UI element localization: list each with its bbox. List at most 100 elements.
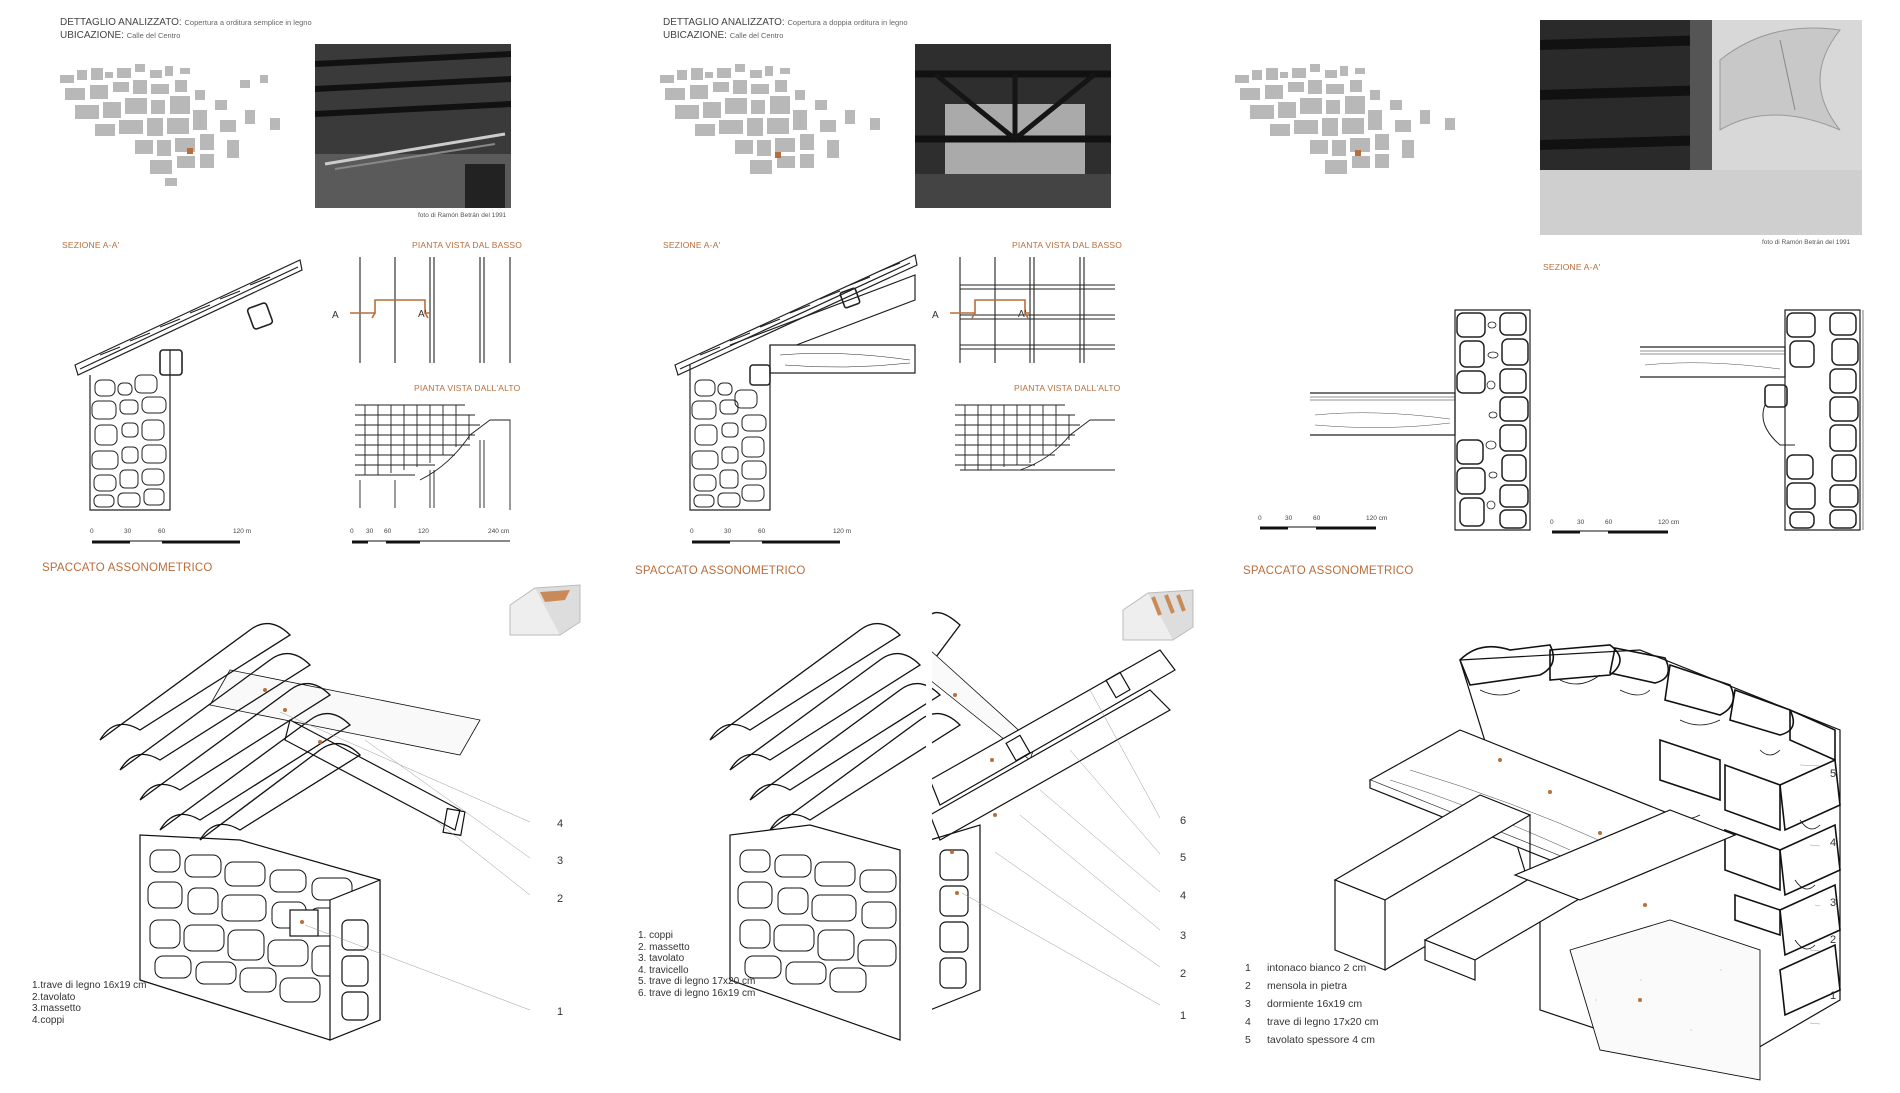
panel2-house-icon <box>1122 589 1194 641</box>
legend-item: 1. coppi <box>638 930 674 941</box>
panel3-photo-credit: foto di Ramón Betrán del 1991 <box>1762 239 1851 246</box>
scale-tick: 0 <box>690 528 694 535</box>
panel2-legend: 1. coppi 2. massetto 3. tavolato 4. trav… <box>638 930 755 999</box>
scale-tick: 60 <box>1605 519 1613 526</box>
panel2-axo-title: SPACCATO ASSONOMETRICO <box>635 565 806 577</box>
panel1-legend: 1.trave di legno 16x19 cm 2.tavolato 3.m… <box>32 980 147 1026</box>
location-label: UBICAZIONE: <box>663 30 727 41</box>
panel1-photo-credit: foto di Ramón Betrán del 1991 <box>418 212 507 219</box>
scale-tick: 30 <box>1285 515 1293 522</box>
section-marker-b: A' <box>418 309 427 320</box>
scale-tick: 60 <box>1313 515 1321 522</box>
legend-number: 5 <box>1245 1034 1251 1046</box>
legend-number: 4 <box>1245 1016 1251 1028</box>
detail-label: DETTAGLIO ANALIZZATO: <box>60 17 182 28</box>
panel1-section-title: SEZIONE A-A' <box>62 240 120 250</box>
panel2-site-map <box>660 64 880 174</box>
panel1-axonometric <box>99 623 531 1041</box>
panel1-photo <box>315 44 511 208</box>
panel2-callout-1: 1 <box>1180 1010 1187 1022</box>
panel3-scale-bar-left <box>1260 526 1376 530</box>
scale-tick: 60 <box>758 528 766 535</box>
panel1-scale-bar-2 <box>352 540 510 544</box>
photo-truss-image <box>915 44 1111 208</box>
legend-item: 4. travicello <box>638 964 689 976</box>
panel3-callout-3: 3 <box>1830 897 1837 909</box>
scale-tick: 0 <box>350 528 354 535</box>
legend-item: 3.massetto <box>32 1003 81 1014</box>
legend-text: mensola in pietra <box>1267 980 1347 992</box>
panel3-axonometric <box>1333 644 1841 1081</box>
panel3-callout-1: 1 <box>1830 990 1837 1002</box>
panel1-callout-4: 4 <box>557 818 564 830</box>
panel3-axo-title: SPACCATO ASSONOMETRICO <box>1243 565 1414 577</box>
legend-item: 5. trave di legno 17x20 cm <box>638 976 756 987</box>
panel3-photo <box>1540 20 1862 235</box>
location-label: UBICAZIONE: <box>60 30 124 41</box>
panel2-plan-above-title: PIANTA VISTA DALL'ALTO <box>1014 383 1121 393</box>
section-marker-a: A <box>932 310 939 321</box>
scale-tick: 120 <box>418 528 429 535</box>
scale-tick: 0 <box>90 528 94 535</box>
legend-item: 6. trave di legno 16x19 cm <box>638 987 756 999</box>
scale-tick: 30 <box>366 528 374 535</box>
legend-item: 5 tavolato spessore 4 cm <box>1245 1034 1378 1047</box>
panel3-site-map <box>1235 64 1455 174</box>
panel1-scale-bar-1 <box>92 540 240 544</box>
panel2-scale-bar <box>692 540 840 544</box>
legend-item: 2 mensola in pietra <box>1245 980 1378 993</box>
panel2-axonometric <box>709 590 1176 1050</box>
panel1-site-map <box>60 64 280 186</box>
panel3-legend: 1 intonaco bianco 2 cm 2 mensola in pietra… <box>1245 962 1379 1053</box>
panel2-plan-below: A A' <box>932 257 1115 363</box>
scale-tick: 240 cm <box>488 528 510 535</box>
scale-tick: 120 m <box>233 528 252 535</box>
panel1-callout-3: 3 <box>557 855 564 867</box>
legend-number: 2 <box>1245 980 1251 992</box>
panel2-header: DETTAGLIO ANALIZZATO: Copertura a doppia… <box>663 16 908 42</box>
scale-tick: 60 <box>158 528 166 535</box>
panel2-section-drawing <box>674 254 918 511</box>
panel1-house-icon <box>509 584 581 636</box>
panel3-callout-2: 2 <box>1830 934 1837 946</box>
scale-tick: 30 <box>124 528 132 535</box>
panel3-scale-bar-right <box>1552 530 1668 534</box>
panel1-callout-2: 2 <box>557 893 564 905</box>
panel2-section-title: SEZIONE A-A' <box>663 240 721 250</box>
panel1-section-drawing <box>74 259 303 511</box>
legend-text: intonaco bianco 2 cm <box>1267 962 1367 974</box>
panel3-section-left <box>1310 309 1531 531</box>
panel2-plan-above <box>955 404 1115 471</box>
legend-item: 4.coppi <box>32 1014 65 1026</box>
legend-item: 1 intonaco bianco 2 cm <box>1245 962 1378 975</box>
section-marker-b: A' <box>1018 309 1027 320</box>
panel1-plan-above <box>355 404 511 510</box>
panel3-callout-4: 4 <box>1830 837 1837 849</box>
legend-number: 3 <box>1245 998 1251 1010</box>
scale-tick: 0 <box>1550 519 1554 526</box>
legend-number: 1 <box>1245 962 1251 974</box>
panel3-section-title: SEZIONE A-A' <box>1543 262 1601 272</box>
legend-text: trave di legno 17x20 cm <box>1267 1016 1379 1028</box>
panel1-plan-below: A A' <box>332 257 511 363</box>
panel3-section-right <box>1640 309 1864 531</box>
panel2-photo <box>915 44 1111 208</box>
legend-text: tavolato spessore 4 cm <box>1267 1034 1375 1046</box>
panel2-callout-6: 6 <box>1180 815 1187 827</box>
photo-beams-image <box>315 44 511 208</box>
panel1-axo-title: SPACCATO ASSONOMETRICO <box>42 562 213 574</box>
legend-item: 1.trave di legno 16x19 cm <box>32 980 147 991</box>
panel1-plan-above-title: PIANTA VISTA DALL'ALTO <box>414 383 521 393</box>
panel1-callout-1: 1 <box>557 1006 564 1018</box>
panel2-plan-below-title: PIANTA VISTA DAL BASSO <box>1012 240 1123 250</box>
scale-tick: 60 <box>384 528 392 535</box>
scale-tick: 30 <box>724 528 732 535</box>
scale-tick: 30 <box>1577 519 1585 526</box>
legend-text: dormiente 16x19 cm <box>1267 998 1363 1010</box>
photo-vault-image <box>1540 20 1862 235</box>
location-value: Calle del Centro <box>126 31 181 40</box>
scale-tick: 120 cm <box>1658 519 1680 526</box>
panel1-plan-below-title: PIANTA VISTA DAL BASSO <box>412 240 523 250</box>
panel3-callout-5: 5 <box>1830 768 1837 780</box>
legend-item: 3 dormiente 16x19 cm <box>1245 998 1378 1011</box>
